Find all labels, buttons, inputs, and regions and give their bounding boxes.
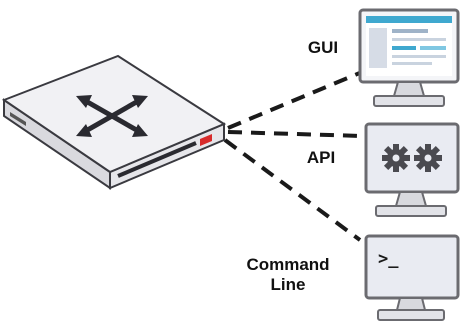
power-indicator xyxy=(200,134,212,146)
gui-monitor-icon xyxy=(366,16,452,76)
gui-monitor xyxy=(358,8,460,107)
api-connector xyxy=(227,130,363,138)
gui-label: GUI xyxy=(307,38,339,57)
api-label: API xyxy=(306,148,336,167)
connectors xyxy=(223,70,363,242)
cli-connector xyxy=(223,138,362,242)
terminal-prompt-icon: >_ xyxy=(378,249,399,269)
gui-connector xyxy=(227,70,363,130)
router-arrows-icon xyxy=(76,95,148,137)
gears-icon xyxy=(382,144,442,172)
command-line-label: Command Line xyxy=(246,255,330,294)
network-device xyxy=(1,54,227,190)
api-monitor xyxy=(364,122,460,217)
cli-monitor: >_ xyxy=(364,234,460,321)
